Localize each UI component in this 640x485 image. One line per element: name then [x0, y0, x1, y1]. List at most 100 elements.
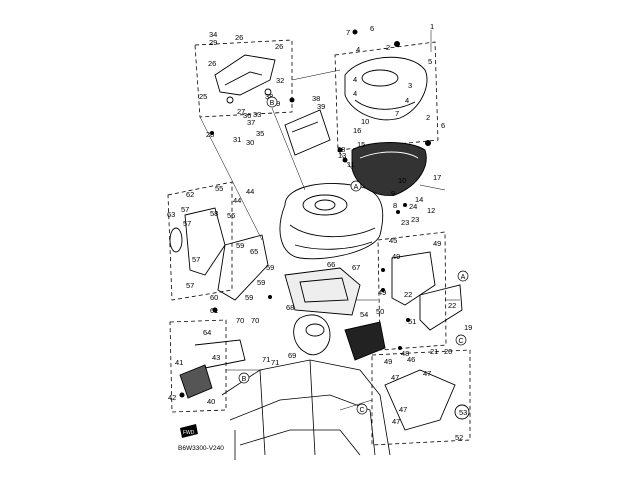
part-number-46: 46 — [407, 355, 415, 364]
part-number-59: 59 — [257, 278, 265, 287]
callout-C-2: C — [356, 403, 368, 415]
part-number-22: 22 — [448, 301, 456, 310]
part-number-33: 33 — [253, 110, 261, 119]
part-number-24: 24 — [409, 202, 417, 211]
part-number-22: 22 — [404, 290, 412, 299]
part-number-59: 59 — [245, 293, 253, 302]
part-number-34: 34 — [209, 30, 217, 39]
part-number-11: 11 — [347, 160, 355, 169]
part-number-54: 54 — [360, 310, 368, 319]
part-number-23: 23 — [411, 215, 419, 224]
part-number-71: 71 — [271, 358, 279, 367]
part-number-53: 53 — [459, 408, 467, 417]
part-number-66: 66 — [327, 260, 335, 269]
part-number-14: 14 — [415, 195, 423, 204]
part-number-29: 29 — [209, 38, 217, 47]
fwd-label: FWD — [183, 430, 195, 436]
part-number-5: 5 — [428, 57, 432, 66]
part-number-6: 6 — [370, 24, 374, 33]
part-number-17: 17 — [433, 173, 441, 182]
part-number-36: 36 — [243, 111, 251, 120]
part-number-3: 3 — [408, 81, 412, 90]
part-number-69: 69 — [288, 351, 296, 360]
part-number-58: 58 — [210, 209, 218, 218]
part-number-47: 47 — [392, 417, 400, 426]
callout-A-label-2: A — [461, 274, 466, 281]
group-box-side-cover — [371, 349, 471, 446]
callout-A-1: A — [350, 180, 362, 192]
part-number-13: 13 — [338, 151, 346, 160]
part-number-63: 63 — [167, 210, 175, 219]
part-number-60: 60 — [210, 293, 218, 302]
part-number-19: 19 — [464, 323, 472, 332]
air-duct — [284, 267, 361, 316]
part-number-49: 49 — [378, 288, 386, 297]
part-number-44: 44 — [246, 187, 254, 196]
part-number-20: 20 — [444, 347, 452, 356]
part-number-71: 71 — [262, 355, 270, 364]
callout-C-label-2: C — [359, 407, 364, 414]
group-box-right-panel — [377, 231, 447, 351]
part-number-10: 10 — [398, 176, 406, 185]
front-cover — [351, 142, 427, 196]
part-number-2: 2 — [426, 113, 430, 122]
part-number-38: 38 — [312, 94, 320, 103]
group-outlines — [167, 39, 471, 446]
part-number-26: 26 — [208, 59, 216, 68]
part-number-51: 51 — [408, 317, 416, 326]
part-number-15: 15 — [357, 140, 365, 149]
part-number-59: 59 — [236, 241, 244, 250]
callout-C-1: C — [455, 334, 467, 346]
callout-B-1: B — [266, 96, 278, 108]
part-number-67: 67 — [352, 263, 360, 272]
part-number-23: 23 — [401, 218, 409, 227]
callout-B-label-2: B — [242, 376, 247, 383]
part-number-6: 6 — [441, 121, 445, 130]
part-number-62: 62 — [186, 190, 194, 199]
part-number-7: 7 — [346, 28, 350, 37]
part-number-47: 47 — [391, 373, 399, 382]
part-number-21: 21 — [430, 347, 438, 356]
duct-bracket — [284, 109, 331, 156]
part-number-47: 47 — [399, 405, 407, 414]
group-box-left-panel — [167, 181, 233, 301]
fuel-tank — [279, 183, 384, 260]
part-number-32: 32 — [276, 76, 284, 85]
mount-bracket — [214, 54, 276, 104]
part-number-65: 65 — [250, 247, 258, 256]
part-number-57: 57 — [183, 219, 191, 228]
part-number-40: 40 — [207, 397, 215, 406]
part-number-4: 4 — [353, 75, 357, 84]
part-number-12: 12 — [427, 206, 435, 215]
lower-bracket — [179, 339, 246, 399]
part-number-18: 18 — [337, 145, 345, 154]
intake-duct — [293, 314, 331, 356]
part-number-4: 4 — [356, 45, 360, 54]
fasteners — [179, 29, 431, 398]
part-number-10: 10 — [361, 117, 369, 126]
part-number-4: 4 — [353, 89, 357, 98]
part-number-41: 41 — [175, 358, 183, 367]
part-number-25: 25 — [199, 92, 207, 101]
part-number-70: 70 — [251, 316, 259, 325]
part-number-47: 47 — [423, 369, 431, 378]
part-number-43: 43 — [212, 353, 220, 362]
tank-cover — [344, 56, 428, 121]
part-number-50: 50 — [376, 307, 384, 316]
callout-A-2: A — [457, 270, 469, 282]
part-number-49: 49 — [392, 252, 400, 261]
part-number-37: 37 — [247, 118, 255, 127]
part-number-28: 28 — [206, 130, 214, 139]
part-number-42: 42 — [168, 393, 176, 402]
part-number-35: 35 — [256, 129, 264, 138]
part-number-44: 44 — [233, 196, 241, 205]
part-number-55: 55 — [215, 184, 223, 193]
fwd-marker: FWD — [180, 424, 198, 438]
callout-A-label: A — [354, 184, 359, 191]
group-box-lower-bracket — [169, 319, 227, 413]
part-number-26: 26 — [275, 42, 283, 51]
part-number-64: 64 — [203, 328, 211, 337]
